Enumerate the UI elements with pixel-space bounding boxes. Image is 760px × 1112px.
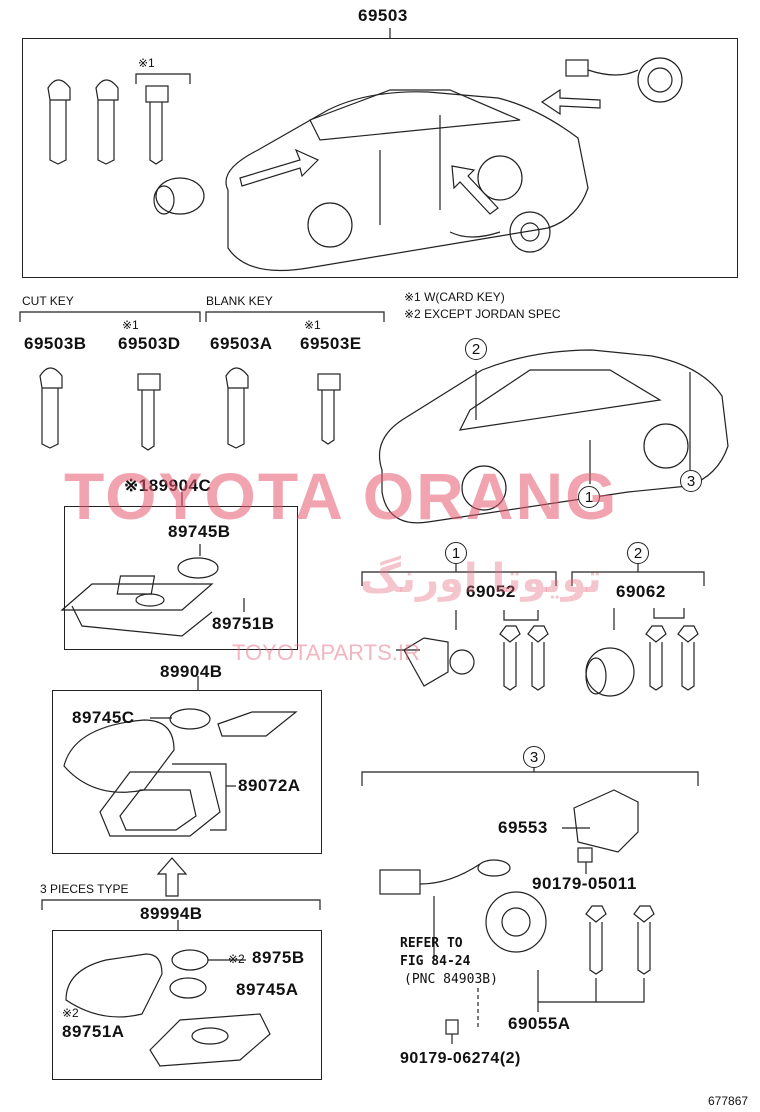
refer-line-2: FIG 84-24 (400, 954, 471, 969)
watermark-line-3: TOYOTAPARTS.IR (232, 640, 420, 665)
part-69052: 69052 (466, 582, 516, 601)
car-marker-1: 1 (578, 486, 600, 508)
key-top-2 (95, 79, 119, 165)
assembly-69503-label: 69503 (358, 6, 408, 25)
car-marker-3: 3 (680, 470, 702, 492)
blank-key-1 (225, 367, 249, 449)
group-marker-1: 1 (445, 542, 467, 564)
part-90179-06274: 90179-06274(2) (400, 1050, 521, 1067)
part-89745B: 89745B (168, 522, 231, 541)
part-89072A: 89072A (238, 776, 301, 795)
note-card-key: ※1 W(CARD KEY) (404, 290, 505, 304)
cut-key-b-mark: ※1 (122, 318, 139, 332)
three-pieces-box (52, 930, 322, 1080)
cut-key-1 (39, 367, 63, 449)
part-89994B: 89994B (140, 904, 203, 923)
part-8975B: 8975B (252, 948, 305, 967)
refer-line-3: (PNC 84903B) (404, 972, 498, 987)
cover-mark: ※2 (228, 952, 245, 966)
part-69553: 69553 (498, 818, 548, 837)
watermark-line-1: TOYOTA ORANG (64, 459, 619, 533)
part-69503A: 69503A (210, 334, 273, 353)
card-set-box (64, 506, 298, 650)
fob-set-title: 89904B (160, 662, 223, 681)
part-69503E: 69503E (300, 334, 362, 353)
card-set-title: ※189904C (124, 476, 212, 495)
case-mark: ※2 (62, 1006, 79, 1020)
part-89745A: 89745A (236, 980, 299, 999)
figure-id: 677867 (708, 1094, 749, 1108)
three-pieces-title: 3 PIECES TYPE (40, 882, 129, 896)
cut-key-title: CUT KEY (22, 294, 74, 308)
part-89751A: 89751A (62, 1022, 125, 1041)
car-marker-2: 2 (465, 338, 487, 360)
blank-key-2 (317, 373, 341, 445)
part-89751B: 89751B (212, 614, 275, 633)
card-key-note-mark: ※1 (138, 56, 155, 70)
part-69055A: 69055A (508, 1014, 571, 1033)
part-89745C: 89745C (72, 708, 135, 727)
blank-key-b-mark: ※1 (304, 318, 321, 332)
part-69503B: 69503B (24, 334, 87, 353)
key-top-3 (145, 85, 169, 165)
blank-key-title: BLANK KEY (206, 294, 273, 308)
note-except-jordan: ※2 EXCEPT JORDAN SPEC (404, 307, 561, 321)
fob-set-box (52, 690, 322, 854)
watermark-line-2: تويوتا اورنگ (360, 556, 602, 602)
key-top-1 (47, 79, 71, 165)
cut-key-2 (137, 373, 161, 451)
part-69503D: 69503D (118, 334, 181, 353)
assembly-69503-box (22, 38, 738, 278)
part-69062: 69062 (616, 582, 666, 601)
group-marker-2: 2 (627, 542, 649, 564)
refer-line-1: REFER TO (400, 936, 463, 951)
group-marker-3: 3 (523, 746, 545, 768)
part-90179-05011: 90179-05011 (532, 874, 637, 893)
